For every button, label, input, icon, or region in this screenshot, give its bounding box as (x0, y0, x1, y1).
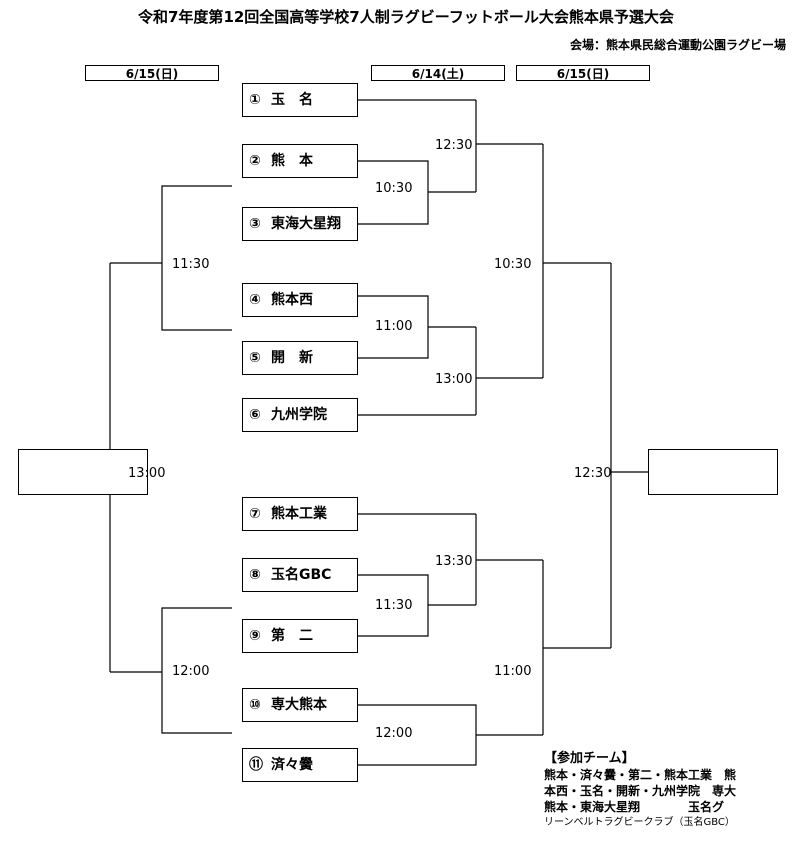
team-name: 専大熊本 (271, 697, 327, 713)
match-time: 13:00 (435, 372, 473, 387)
venue-label: 会場：熊本県民総合運動公園ラグビー場 (569, 38, 786, 52)
team-box-9: ⑨ 第 二 (242, 619, 358, 653)
team-box-2: ② 熊 本 (242, 144, 358, 178)
team-box-11: ⑪ 済々黌 (242, 748, 358, 782)
team-name: 熊本西 (271, 292, 313, 308)
team-box-4: ④ 熊本西 (242, 283, 358, 317)
team-name: 玉 名 (271, 92, 313, 108)
team-number: ⑩ (249, 697, 261, 713)
match-time: 12:00 (375, 726, 413, 741)
date-box-center: 6/14(土) (371, 65, 505, 81)
team-box-1: ① 玉 名 (242, 83, 358, 117)
participants-line: リーンベルトラグビークラブ（玉名GBC） (544, 817, 735, 828)
date-box-left: 6/15(日) (85, 65, 219, 81)
team-box-5: ⑤ 開 新 (242, 341, 358, 375)
team-number: ⑦ (249, 506, 261, 522)
team-name: 第 二 (271, 628, 313, 644)
team-box-8: ⑧ 玉名GBC (242, 558, 358, 592)
participants-heading: 【参加チーム】 (544, 751, 635, 766)
team-box-7: ⑦ 熊本工業 (242, 497, 358, 531)
participants-line: 熊本・済々黌・第二・熊本工業 熊 (544, 768, 737, 782)
team-number: ④ (249, 292, 261, 308)
team-number: ② (249, 153, 261, 169)
team-number: ① (249, 92, 261, 108)
page-title: 令和7年度第12回全国高等学校7人制ラグビーフットボール大会熊本県予選大会 (138, 8, 674, 26)
team-box-10: ⑩ 専大熊本 (242, 688, 358, 722)
team-name: 九州学院 (271, 407, 327, 423)
match-time: 13:30 (435, 554, 473, 569)
participants-block: 【参加チーム】 熊本・済々黌・第二・熊本工業 熊 本西・玉名・開新・九州学院 専… (544, 751, 760, 831)
team-number: ⑪ (249, 757, 263, 773)
team-number: ⑧ (249, 567, 261, 583)
team-number: ⑥ (249, 407, 261, 423)
team-name: 済々黌 (271, 757, 313, 773)
team-name: 東海大星翔 (271, 216, 341, 232)
match-time: 12:00 (172, 664, 210, 679)
final-box-right (648, 449, 778, 495)
match-time: 12:30 (435, 138, 473, 153)
team-name: 玉名GBC (271, 567, 332, 583)
match-time: 11:30 (375, 598, 413, 613)
match-time: 11:00 (494, 664, 532, 679)
team-name: 開 新 (271, 350, 313, 366)
team-number: ⑤ (249, 350, 261, 366)
team-name: 熊本工業 (271, 506, 327, 522)
match-time: 12:30 (574, 466, 612, 481)
match-time: 11:00 (375, 319, 413, 334)
team-number: ⑨ (249, 628, 261, 644)
date-box-right: 6/15(日) (516, 65, 650, 81)
team-box-6: ⑥ 九州学院 (242, 398, 358, 432)
match-time: 10:30 (494, 257, 532, 272)
match-time: 11:30 (172, 257, 210, 272)
participants-line: 本西・玉名・開新・九州学院 専大 (544, 784, 737, 798)
match-time: 10:30 (375, 181, 413, 196)
team-name: 熊 本 (271, 153, 313, 169)
team-number: ③ (249, 216, 261, 232)
team-box-3: ③ 東海大星翔 (242, 207, 358, 241)
participants-line: 熊本・東海大星翔 玉名グ (544, 800, 725, 814)
final-box-left (18, 449, 148, 495)
match-time: 13:00 (128, 466, 166, 481)
